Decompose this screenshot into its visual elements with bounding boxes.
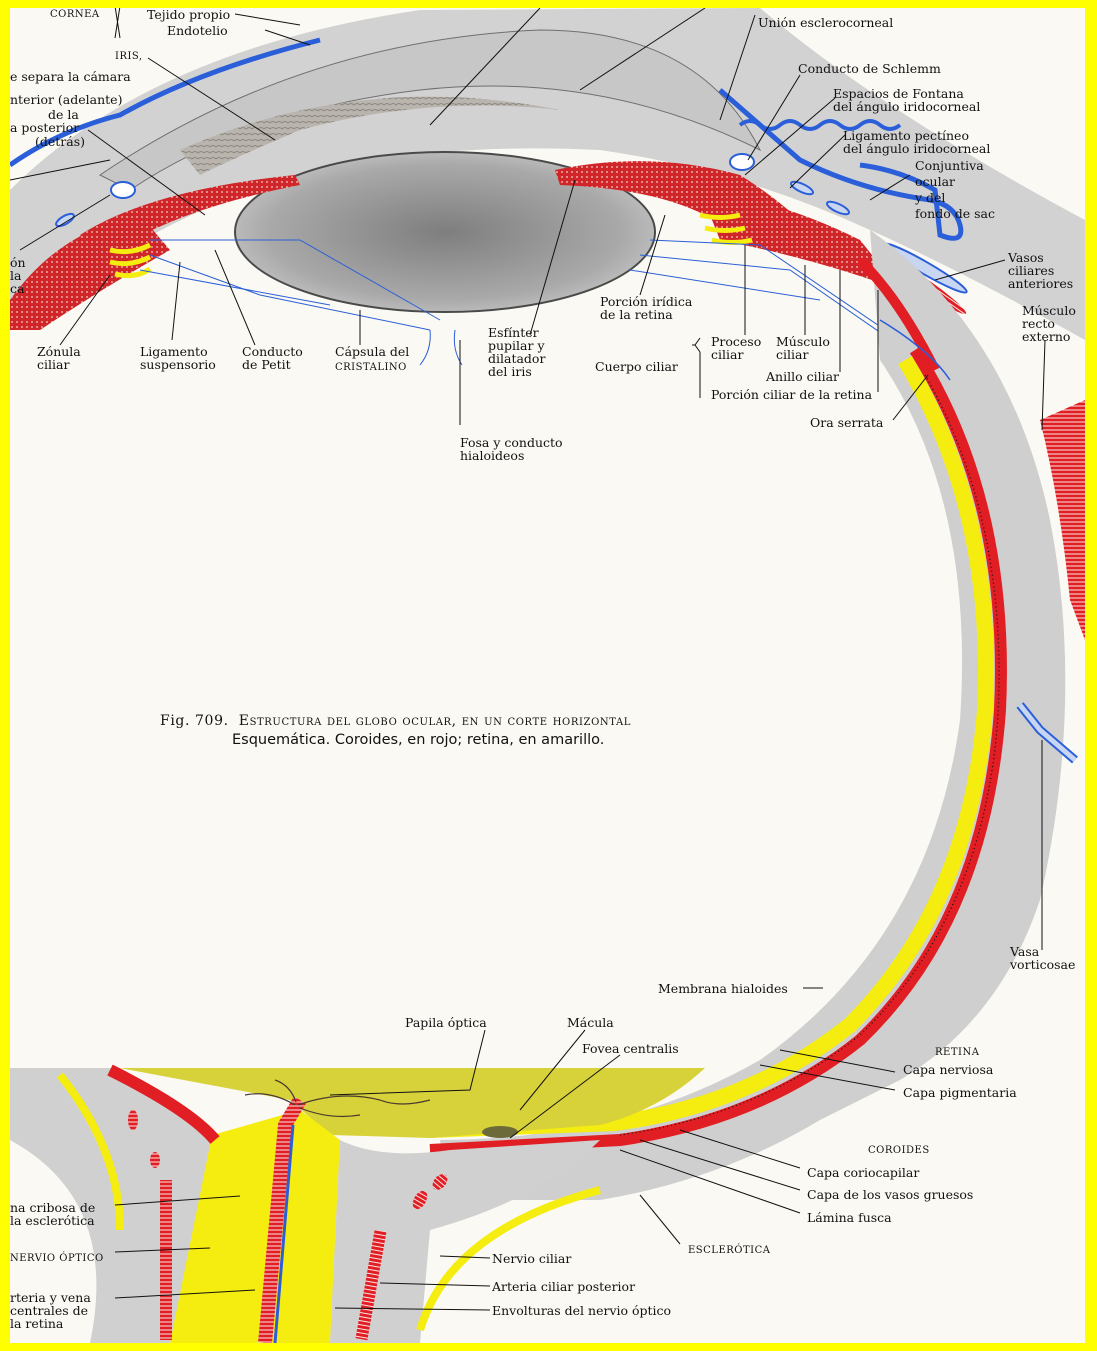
- label-separa-camara: e separa la cámara: [10, 70, 131, 83]
- label-capa-pigmentaria: Capa pigmentaria: [903, 1086, 1017, 1099]
- label-cristalino: CRISTALINO: [335, 361, 407, 374]
- label-envolturas: Envolturas del nervio óptico: [492, 1304, 671, 1317]
- label-endotelio: Endotelio: [167, 24, 228, 37]
- label-schlemm: Conducto de Schlemm: [798, 62, 941, 75]
- label-conjuntiva: Conjuntiva ocular y del fondo de sac: [915, 158, 995, 222]
- label-on-la-ca: ón la ca: [10, 256, 26, 295]
- label-tejido-propio: Tejido propio: [147, 8, 230, 21]
- label-capsula: Cápsula del: [335, 345, 409, 358]
- book-page: CORNEA Tejido propio Endotelio IRIS, e s…: [10, 8, 1085, 1343]
- label-lamina-fusca: Lámina fusca: [807, 1211, 892, 1224]
- label-arteria-ciliar: Arteria ciliar posterior: [492, 1280, 635, 1293]
- label-retina: RETINA: [935, 1046, 979, 1059]
- label-membrana-hialoides: Membrana hialoides: [658, 982, 788, 995]
- label-coroides: COROIDES: [868, 1144, 930, 1157]
- label-coriocapilar: Capa coriocapilar: [807, 1166, 919, 1179]
- caption-subtitle: Esquemática. Coroides, en rojo; retina, …: [232, 732, 604, 748]
- label-vasos-gruesos: Capa de los vasos gruesos: [807, 1188, 973, 1201]
- label-proceso-ciliar: Proceso ciliar: [711, 335, 761, 361]
- label-cuerpo-ciliar: Cuerpo ciliar: [595, 360, 678, 373]
- label-porcion-iridica: Porción irídica de la retina: [600, 295, 692, 321]
- label-fovea: Fovea centralis: [582, 1042, 679, 1055]
- label-fosa: Fosa y conducto hialoideos: [460, 436, 563, 462]
- label-iris: IRIS,: [115, 50, 143, 63]
- label-vasa-vorticosae: Vasa vorticosae: [1010, 945, 1075, 971]
- label-fontana: Espacios de Fontana del ángulo iridocorn…: [833, 87, 980, 113]
- label-esclerotica: ESCLERÓTICA: [688, 1244, 770, 1257]
- label-pectineo: Ligamento pectíneo del ángulo iridocorne…: [843, 129, 990, 155]
- label-union: Unión esclerocorneal: [758, 16, 893, 29]
- label-porcion-ciliar: Porción ciliar de la retina: [711, 388, 872, 401]
- label-cribosa: na cribosa de la esclerótica: [10, 1201, 95, 1227]
- caption-heading: Estructura del globo ocular, en un corte…: [239, 713, 631, 729]
- label-posterior: a posterior: [10, 121, 79, 134]
- label-conducto-petit: Conducto de Petit: [242, 345, 303, 371]
- caption-title: Fig. 709. Estructura del globo ocular, e…: [160, 713, 631, 729]
- label-arteria-vena: rteria y vena centrales de la retina: [10, 1291, 91, 1330]
- caption-number: Fig. 709.: [160, 713, 229, 729]
- label-ora-serrata: Ora serrata: [810, 416, 883, 429]
- label-zonula-ciliar: Zónula ciliar: [37, 345, 81, 371]
- label-capa-nerviosa: Capa nerviosa: [903, 1063, 993, 1076]
- label-ligamento-suspensorio: Ligamento suspensorio: [140, 345, 216, 371]
- label-papila: Papila óptica: [405, 1016, 487, 1029]
- label-esfinter: Esfínter pupilar y dilatador del iris: [488, 326, 545, 378]
- label-macula: Mácula: [567, 1016, 614, 1029]
- label-nervio-ciliar: Nervio ciliar: [492, 1252, 571, 1265]
- label-musculo-ciliar: Músculo ciliar: [776, 335, 830, 361]
- label-detras: (detrás): [35, 135, 85, 148]
- label-musculo-recto: Músculo recto externo: [1022, 304, 1076, 343]
- label-anillo-ciliar: Anillo ciliar: [766, 370, 839, 383]
- label-cornea: CORNEA: [50, 8, 100, 21]
- schlemm-left: [111, 182, 135, 198]
- label-vasos-ciliares: Vasos ciliares anteriores: [1008, 251, 1073, 290]
- label-anterior: nterior (adelante): [10, 93, 122, 106]
- label-nervio-optico: NERVIO ÓPTICO: [10, 1252, 104, 1265]
